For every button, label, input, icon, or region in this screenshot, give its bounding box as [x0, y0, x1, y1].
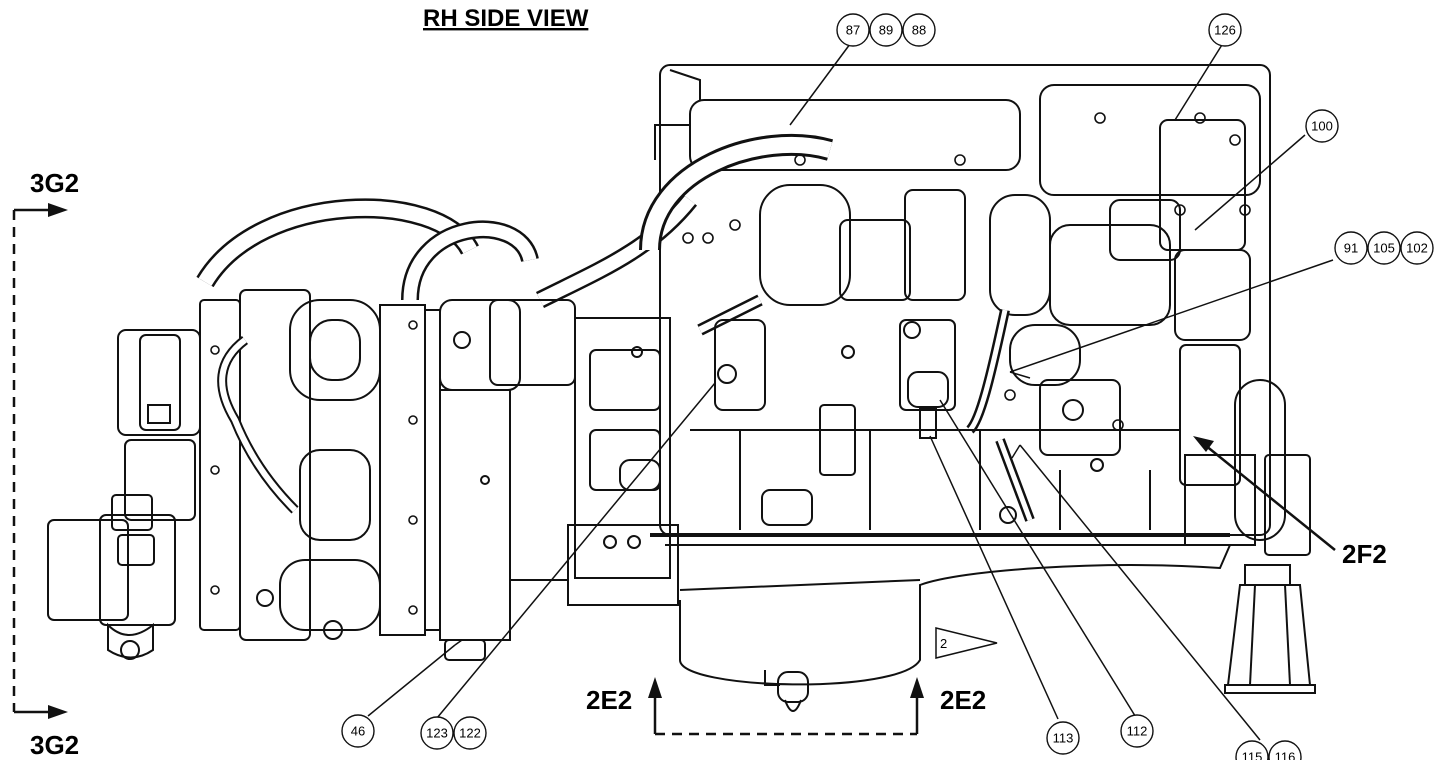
callout-number: 102: [1406, 241, 1428, 256]
section-label-2e2-left: 2E2: [586, 685, 632, 715]
oil-pan: [510, 524, 1231, 712]
callout-number: 123: [426, 726, 448, 741]
section-label-3g2-top: 3G2: [30, 168, 79, 198]
callout-circle: [1046, 721, 1080, 755]
callout-46: 46: [341, 714, 375, 748]
callout-number: 122: [459, 726, 481, 741]
callout-circle: [341, 714, 375, 748]
callout-circle: [836, 13, 870, 47]
callout-circle: [1235, 740, 1269, 765]
callout-bubbles: 87 89 88 126 100 91 105 102 46 123 122 113 112 115 116: [341, 13, 1434, 765]
leader-lines: [367, 39, 1334, 741]
callout-number: 91: [1344, 241, 1358, 256]
callout-circle: [1367, 231, 1401, 265]
callout-circle: [453, 716, 487, 750]
engine-block: [619, 64, 1311, 556]
callout-circle: [1334, 231, 1368, 265]
callout-circle: [420, 716, 454, 750]
callout-number: 112: [1127, 724, 1148, 739]
fasteners: [210, 112, 1251, 615]
callout-number: 87: [846, 23, 860, 38]
callout-123-122: 123 122: [420, 716, 487, 750]
callout-circle: [1208, 13, 1242, 47]
hydraulic-pump-assembly: [47, 289, 441, 660]
callout-113: 113: [1046, 721, 1080, 755]
callout-circle: [869, 13, 903, 47]
filter-housing: [439, 299, 671, 661]
section-arrow-3g2: 3G2 3G2: [12, 168, 79, 760]
callout-number: 89: [879, 23, 893, 38]
callout-number: 113: [1053, 731, 1074, 746]
callout-circle: [1120, 714, 1154, 748]
section-label-2f2: 2F2: [1342, 539, 1387, 569]
callout-126: 126: [1208, 13, 1242, 47]
callout-100: 100: [1305, 109, 1339, 143]
callout-number: 105: [1373, 241, 1395, 256]
section-arrow-2e2: 2E2 2E2: [586, 677, 986, 736]
section-label-2e2-right: 2E2: [940, 685, 986, 715]
callout-number: 115: [1242, 750, 1263, 761]
flag-note-label: 2: [940, 636, 947, 651]
callout-91-105-102: 91 105 102: [1334, 231, 1434, 265]
callout-115-116: 115 116: [1235, 740, 1302, 765]
callout-number: 46: [351, 724, 365, 739]
callout-circle: [1400, 231, 1434, 265]
callout-112: 112: [1120, 714, 1154, 748]
section-label-3g2-bottom: 3G2: [30, 730, 79, 760]
engine-mount: [1224, 564, 1316, 694]
view-title: RH SIDE VIEW: [423, 5, 589, 32]
flag-note: 2: [935, 627, 998, 659]
hose-lines: [196, 194, 698, 309]
callout-87-89-88: 87 89 88: [836, 13, 936, 47]
callout-number: 126: [1214, 23, 1236, 38]
callout-circle: [1268, 740, 1302, 765]
callout-number: 116: [1275, 750, 1296, 761]
callout-circle: [902, 13, 936, 47]
callout-number: 100: [1311, 119, 1333, 134]
callout-circle: [1305, 109, 1339, 143]
engine-drawing: [47, 64, 1316, 712]
callout-number: 88: [912, 23, 926, 38]
